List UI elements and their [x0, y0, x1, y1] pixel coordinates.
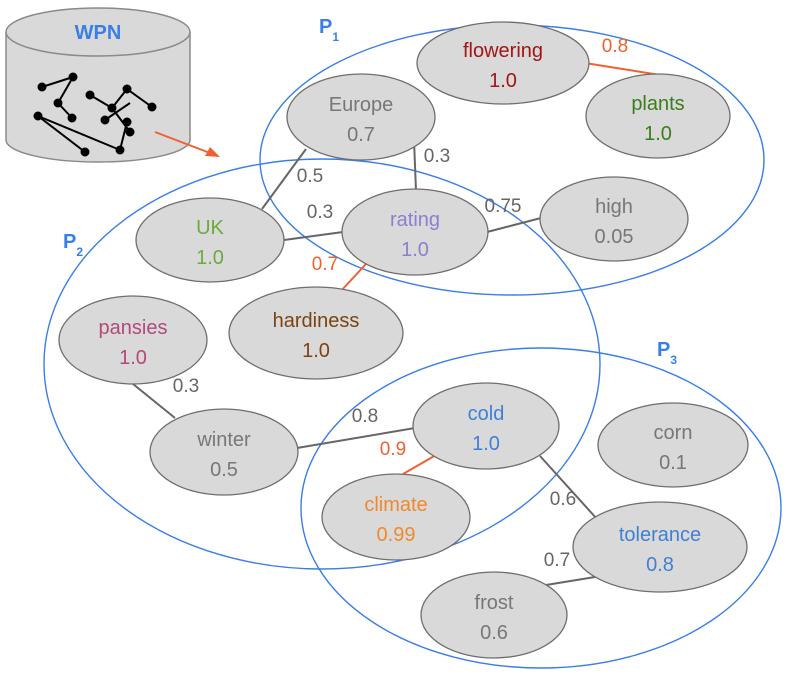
node-tolerance-shape: [572, 501, 748, 593]
node-winter: winter 0.5: [149, 408, 299, 496]
node-climate-weight: 0.99: [377, 524, 416, 546]
node-corn-weight: 0.1: [659, 452, 687, 474]
node-plants-weight: 1.0: [644, 123, 672, 145]
node-climate: climate 0.99: [321, 473, 471, 561]
arrow-icon: [154, 131, 220, 157]
edge-weight-rating-high: 0.75: [485, 196, 522, 217]
partition-label-p3: P3: [657, 339, 677, 367]
edge-cold-climate: [402, 454, 437, 475]
node-flowering-weight: 1.0: [489, 70, 517, 92]
node-rating-word: rating: [390, 209, 440, 231]
node-tolerance-weight: 0.8: [646, 554, 674, 576]
node-plants: plants 1.0: [585, 73, 731, 159]
database-icon: WPN: [5, 7, 191, 163]
edge-rating-high: [486, 217, 542, 233]
partition-p2-outline: [43, 158, 601, 570]
node-rating-shape: [341, 188, 489, 276]
node-winter-shape: [149, 408, 299, 496]
node-rating: rating 1.0: [341, 188, 489, 276]
node-high-weight: 0.05: [595, 226, 634, 248]
node-pansies-word: pansies: [99, 317, 168, 339]
edge-weight-rating-hardiness: 0.7: [312, 254, 338, 275]
node-flowering-word: flowering: [463, 40, 543, 62]
node-rating-weight: 1.0: [401, 239, 429, 261]
edge-weight-flowering-plants: 0.8: [602, 36, 628, 57]
node-hardiness-weight: 1.0: [302, 340, 330, 362]
node-hardiness: hardiness 1.0: [228, 286, 404, 380]
edge-weight-cold-climate: 0.9: [380, 439, 406, 460]
edge-uk-rating: [283, 231, 344, 241]
edge-europe-uk: [261, 148, 307, 210]
node-europe-shape: [286, 73, 436, 161]
node-winter-weight: 0.5: [210, 459, 238, 481]
node-cold-shape: [412, 382, 560, 470]
node-frost: frost 0.6: [420, 571, 568, 659]
node-high-word: high: [595, 196, 633, 218]
node-plants-shape: [585, 73, 731, 159]
edge-europe-rating: [413, 139, 417, 192]
edge-weight-winter-cold: 0.8: [352, 406, 378, 427]
database-label: WPN: [75, 22, 122, 44]
node-tolerance-word: tolerance: [619, 524, 701, 546]
node-frost-word: frost: [475, 592, 514, 614]
node-pansies: pansies 1.0: [58, 295, 208, 385]
node-corn-word: corn: [654, 422, 693, 444]
node-uk-weight: 1.0: [196, 247, 224, 269]
node-europe-word: Europe: [329, 94, 394, 116]
edge-flowering-plants: [584, 62, 661, 76]
node-europe-weight: 0.7: [347, 124, 375, 146]
edge-weight-europe-uk: 0.5: [297, 166, 323, 187]
edge-weight-cold-tolerance: 0.6: [550, 489, 576, 510]
edge-cold-tolerance: [539, 455, 598, 520]
node-frost-weight: 0.6: [480, 622, 508, 644]
node-corn-shape: [597, 402, 749, 488]
edge-rating-hardiness: [339, 263, 367, 293]
node-plants-word: plants: [631, 93, 684, 115]
node-climate-word: climate: [364, 494, 427, 516]
edge-weight-tolerance-frost: 0.7: [544, 550, 570, 571]
node-flowering: flowering 1.0: [416, 21, 590, 105]
node-hardiness-word: hardiness: [273, 310, 360, 332]
node-climate-shape: [321, 473, 471, 561]
node-corn: corn 0.1: [597, 402, 749, 488]
node-high: high 0.05: [539, 176, 689, 262]
edge-winter-cold: [296, 427, 416, 449]
node-pansies-shape: [58, 295, 208, 385]
node-flowering-shape: [416, 21, 590, 105]
node-tolerance: tolerance 0.8: [572, 501, 748, 593]
edge-weight-uk-rating: 0.3: [307, 202, 333, 223]
edge-pansies-winter: [132, 383, 176, 419]
partition-label-p1: P1: [319, 16, 339, 44]
node-pansies-weight: 1.0: [119, 347, 147, 369]
node-cold-word: cold: [468, 403, 505, 425]
node-cold-weight: 1.0: [472, 433, 500, 455]
edge-weight-europe-rating: 0.3: [424, 146, 450, 167]
node-uk-word: UK: [196, 217, 224, 239]
node-high-shape: [539, 176, 689, 262]
partition-label-p2: P2: [63, 231, 83, 259]
node-uk: UK 1.0: [135, 197, 285, 283]
node-frost-shape: [420, 571, 568, 659]
node-uk-shape: [135, 197, 285, 283]
node-cold: cold 1.0: [412, 382, 560, 470]
edge-weight-pansies-winter: 0.3: [173, 376, 199, 397]
partition-p3-outline: [300, 347, 782, 669]
edge-tolerance-frost: [545, 576, 596, 586]
node-hardiness-shape: [228, 286, 404, 380]
node-winter-word: winter: [196, 429, 251, 451]
node-europe: Europe 0.7: [286, 73, 436, 161]
graph-glyph-icon: [33, 72, 157, 157]
